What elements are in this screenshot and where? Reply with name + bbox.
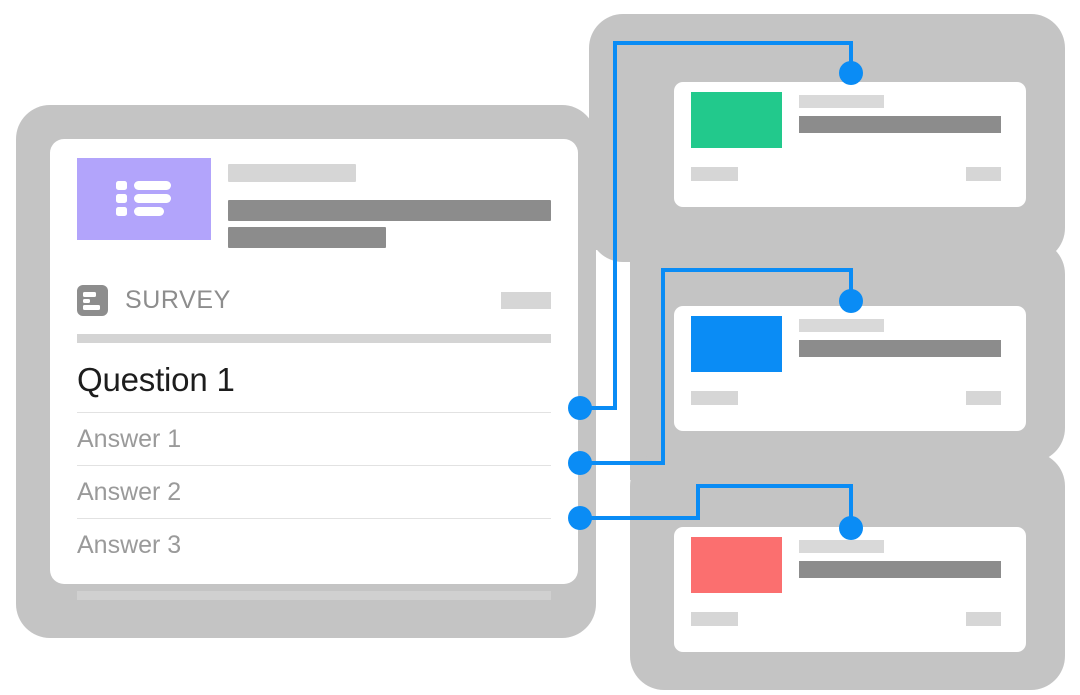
survey-header-placeholders: [228, 158, 551, 248]
blue-thumbnail: [691, 316, 782, 372]
card-title-placeholder: [799, 340, 1001, 357]
answer-option-2[interactable]: Answer 2: [77, 465, 551, 518]
card-tag-left: [691, 612, 738, 626]
survey-editor-card[interactable]: SURVEY Question 1 Answer 1 Answer 2 Answ…: [50, 139, 578, 600]
card-tag-right: [966, 612, 1001, 626]
survey-type-label: SURVEY: [125, 285, 231, 314]
status-chip: [501, 291, 551, 309]
result-card-green[interactable]: [674, 82, 1026, 207]
survey-type-row: SURVEY: [77, 283, 551, 317]
survey-form-icon: [77, 284, 108, 316]
card-title-placeholder: [799, 561, 1001, 578]
answer-option-1[interactable]: Answer 1: [77, 412, 551, 465]
bulleted-list-icon: [77, 158, 211, 240]
card-subtitle-placeholder: [799, 95, 884, 108]
divider-bottom: [77, 591, 551, 600]
answer-option-3[interactable]: Answer 3: [77, 518, 551, 571]
green-thumbnail: [691, 92, 782, 148]
divider-top: [77, 334, 551, 343]
subtitle-placeholder-short: [228, 227, 387, 248]
card-subtitle-placeholder: [799, 319, 884, 332]
card-tag-right: [966, 391, 1001, 405]
title-placeholder: [228, 164, 356, 182]
card-subtitle-placeholder: [799, 540, 884, 553]
card-title-placeholder: [799, 116, 1001, 133]
card-tag-left: [691, 167, 738, 181]
card-tag-left: [691, 391, 738, 405]
question-title: Question 1: [77, 361, 235, 398]
subtitle-placeholder-long: [228, 200, 551, 221]
red-thumbnail: [691, 537, 782, 593]
card-tag-right: [966, 167, 1001, 181]
survey-header: [77, 158, 551, 248]
result-card-blue[interactable]: [674, 306, 1026, 431]
result-card-red[interactable]: [674, 527, 1026, 652]
